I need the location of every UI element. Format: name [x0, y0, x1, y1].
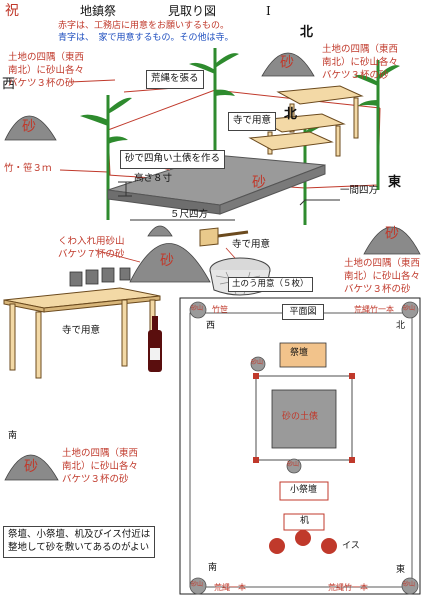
- note-height: 高さ８寸: [134, 173, 173, 184]
- plan-title: 平面図: [282, 304, 324, 320]
- plan-south: 南: [208, 563, 218, 573]
- platform-sand-label: 砂: [252, 175, 266, 191]
- west-label: 西: [2, 77, 16, 92]
- plan-desk-label: 机: [300, 516, 310, 526]
- sake-bottle: [148, 316, 162, 372]
- note-temple-top: 寺で用意: [228, 112, 277, 131]
- note-bamboo: 竹・笹３ｍ: [4, 163, 52, 174]
- north-label-2: 北: [284, 107, 298, 122]
- plan-rope-posts: [253, 373, 355, 463]
- plan-kagami-top: 荒縄竹一本: [354, 305, 394, 314]
- plan-north: 北: [396, 321, 406, 331]
- offering-table: [3, 287, 161, 379]
- offering-cups: [69, 267, 131, 287]
- plan-west: 西: [206, 321, 216, 331]
- plan-mound-small: 砂山: [251, 359, 264, 366]
- plan-altar: [279, 342, 327, 368]
- page-title: 見取り図: [168, 4, 217, 18]
- note-temple-hoe: 寺で用意: [232, 239, 271, 250]
- note-corner-east: 土地の四隅（東西 南北）に砂山各々 バケツ３杯の砂: [344, 258, 421, 295]
- plan-kagami-bl: 荒縄一本: [214, 583, 246, 592]
- small-mound: [147, 225, 173, 237]
- note-rope: 荒縄を張る: [146, 70, 204, 89]
- note-ken: 一間四方: [340, 185, 379, 196]
- note-corner-west: 土地の四隅（東西 南北）に砂山各々 バケツ３杯の砂: [8, 52, 85, 89]
- event-title: 地鎮祭: [80, 4, 117, 18]
- plan-sand-platform-label: 砂の土俵: [282, 412, 319, 422]
- plan-corner-mounds: [189, 301, 419, 595]
- note-bottom-box: 祭壇、小祭壇、机及びイス付近は 整地して砂を敷いてあるのがよい: [3, 526, 156, 558]
- note-size: ５尺四方: [170, 209, 209, 220]
- plan-east: 東: [396, 565, 406, 575]
- plan-small-altar-label: 小祭壇: [290, 485, 318, 495]
- mound-label-east: 砂: [385, 226, 399, 242]
- plan-corner-tl: 砂山: [191, 305, 204, 312]
- mound-label-kuwaire: 砂: [160, 253, 174, 269]
- plan-corner-bl: 砂山: [191, 581, 204, 588]
- plan-desk: [283, 513, 325, 531]
- mound-label-north: 砂: [280, 55, 294, 71]
- note-corner-north: 土地の四隅（東西 南北）に砂山各々 バケツ３杯の砂: [322, 44, 399, 81]
- plan-bamboo-top: 竹笹: [212, 305, 228, 314]
- plan-chair-label: イス: [342, 541, 360, 551]
- north-label: 北: [300, 25, 314, 40]
- legend-red-line: 赤字は、工務店に用意をお願いするもの。: [58, 21, 230, 31]
- plan-corner-tr: 砂山: [403, 305, 416, 312]
- hoe-tool: [199, 227, 249, 247]
- plan-corner-br: 砂山: [403, 581, 416, 588]
- note-sandbag: 土のう用意（５枚）: [228, 277, 313, 293]
- sand-mounds: [4, 52, 421, 481]
- mound-label-west: 砂: [22, 119, 36, 135]
- note-temple-table: 寺で用意: [62, 325, 101, 336]
- legend-blue-line: 青字は、 家で用意するもの。その他は寺。: [58, 33, 234, 43]
- south-label: 南: [8, 431, 18, 441]
- plan-sand-platform: [271, 389, 337, 449]
- page-numeral: I: [266, 4, 271, 18]
- altar-tables: [248, 85, 364, 157]
- note-corner-south: 土地の四隅（東西 南北）に砂山各々 バケツ３杯の砂: [62, 448, 139, 485]
- mound-label-south: 砂: [24, 459, 38, 475]
- plan-small-altar: [279, 481, 329, 501]
- plan-mound-small-2: 砂山: [287, 461, 300, 468]
- plan-kagami-br: 荒縄竹一本: [328, 583, 368, 592]
- note-kuwaire: くわ入れ用砂山 バケツ７杯の砂: [58, 236, 125, 260]
- east-label: 東: [388, 175, 402, 190]
- plan-rope: [255, 375, 353, 461]
- plan-chairs: [269, 530, 337, 554]
- celebration-mark: 祝: [5, 3, 19, 19]
- note-sand-platform: 砂で四角い土俵を作る: [120, 150, 226, 169]
- plan-altar-label: 祭壇: [290, 348, 309, 358]
